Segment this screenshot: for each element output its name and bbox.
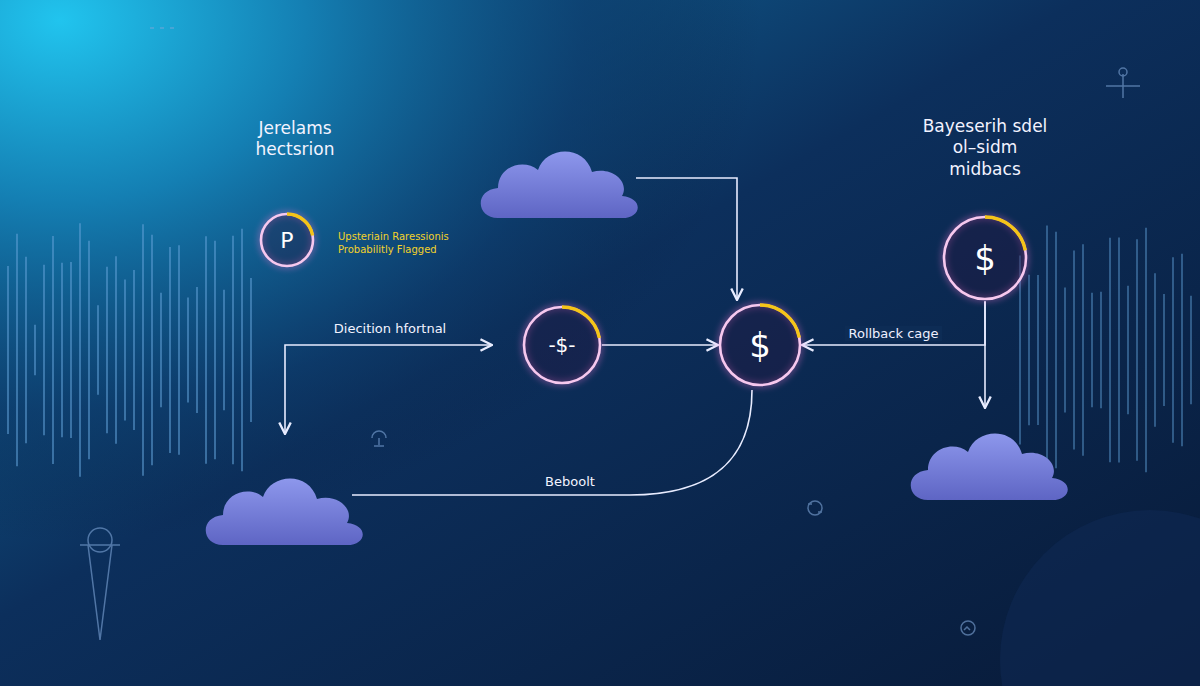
node-text: P xyxy=(280,228,293,253)
text-label: Jerelams hectsrion xyxy=(230,118,360,161)
text-label: Upsteriain Raressionis Probabilitly Flag… xyxy=(338,231,450,256)
flow-line xyxy=(636,178,737,300)
cloud-shape xyxy=(206,479,363,546)
node-text: $ xyxy=(749,325,771,365)
circle-node: P xyxy=(259,212,315,268)
circle-node: -$- xyxy=(522,305,602,385)
flow-line xyxy=(352,390,752,495)
flow-connector xyxy=(802,301,985,345)
node-text: $ xyxy=(974,238,996,278)
circle-node: $ xyxy=(942,215,1028,301)
text-label: Beboolt xyxy=(530,474,610,490)
decor-icons xyxy=(80,28,1140,640)
cloud-shape xyxy=(911,434,1068,501)
flow-line xyxy=(285,345,492,434)
edge-label: Rollback cage xyxy=(845,326,941,341)
circle-node: $ xyxy=(718,303,802,387)
cloud-shape xyxy=(481,152,638,219)
flow-connector xyxy=(602,344,718,346)
text-label: Bayeserih sdel ol–sidm midbacs xyxy=(915,116,1055,180)
node-text: -$- xyxy=(548,333,575,357)
text-label: Diecition hfortnal xyxy=(315,321,465,337)
